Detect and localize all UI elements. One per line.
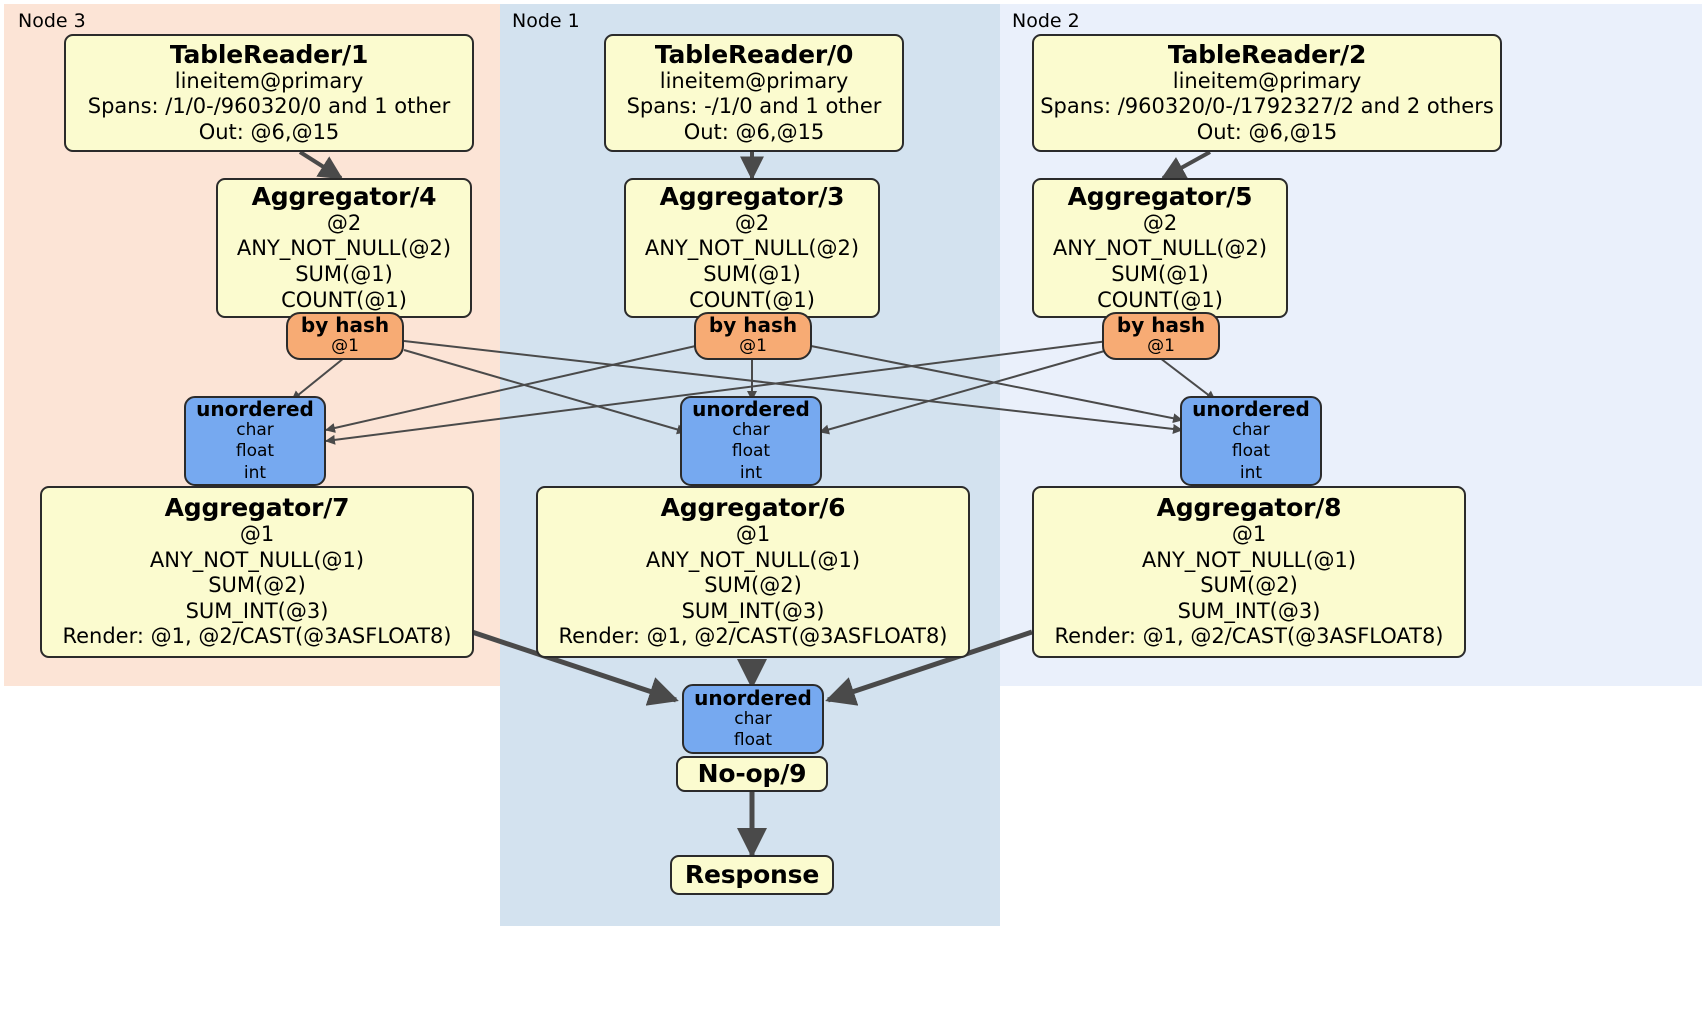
processor-detail: SUM(@1)	[1111, 262, 1209, 286]
input-sync-unordered-middle[interactable]: unordered char float int	[680, 396, 822, 486]
processor-render: Render: @1, @2/CAST(@3ASFLOAT8)	[62, 624, 452, 649]
processor-detail: ANY_NOT_NULL(@1)	[1141, 547, 1357, 572]
processor-aggregator-3[interactable]: Aggregator/3 @2 ANY_NOT_NULL(@2) SUM(@1)…	[624, 178, 880, 318]
sync-type: char	[732, 420, 770, 441]
processor-detail: @2	[1142, 210, 1178, 235]
processor-detail: @1	[239, 521, 275, 546]
cluster-label-node-3: Node 3	[18, 10, 86, 32]
processor-render: Render: @1, @2/CAST(@3ASFLOAT8)	[1054, 624, 1444, 649]
processor-detail: ANY_NOT_NULL(@2)	[1052, 236, 1268, 261]
sync-title: unordered	[1192, 397, 1310, 422]
sync-type: int	[243, 462, 267, 483]
sync-title: unordered	[694, 685, 812, 710]
processor-detail: COUNT(@1)	[1097, 287, 1223, 312]
output-router-by-hash-middle[interactable]: by hash @1	[694, 312, 812, 360]
sync-type: int	[1239, 462, 1263, 483]
processor-no-op-9[interactable]: No-op/9	[676, 756, 828, 792]
processor-detail: SUM(@2)	[704, 573, 802, 598]
processor-title: Aggregator/7	[164, 492, 350, 522]
processor-detail: ANY_NOT_NULL(@2)	[644, 236, 860, 261]
processor-response[interactable]: Response	[670, 855, 834, 895]
processor-detail: SUM(@2)	[1200, 573, 1298, 598]
processor-render: Render: @1, @2/CAST(@3ASFLOAT8)	[558, 624, 948, 649]
processor-detail: lineitem@primary	[659, 68, 849, 93]
processor-title: TableReader/1	[169, 39, 369, 69]
input-sync-unordered-final[interactable]: unordered char float	[682, 684, 824, 754]
processor-detail: SUM_INT(@3)	[185, 598, 329, 623]
cluster-label-node-1: Node 1	[512, 10, 580, 32]
processor-detail: SUM_INT(@3)	[1177, 598, 1321, 623]
processor-detail: @2	[326, 210, 362, 235]
processor-title: Aggregator/4	[251, 181, 437, 211]
processor-detail: lineitem@primary	[174, 68, 364, 93]
processor-title: TableReader/2	[1167, 39, 1367, 69]
sync-type: char	[236, 420, 274, 441]
processor-tablereader-1[interactable]: TableReader/1 lineitem@primary Spans: /1…	[64, 34, 474, 152]
processor-aggregator-7[interactable]: Aggregator/7 @1 ANY_NOT_NULL(@1) SUM(@2)…	[40, 486, 474, 658]
processor-aggregator-5[interactable]: Aggregator/5 @2 ANY_NOT_NULL(@2) SUM(@1)…	[1032, 178, 1288, 318]
processor-title: Aggregator/5	[1067, 181, 1253, 211]
input-sync-unordered-right[interactable]: unordered char float int	[1180, 396, 1322, 486]
processor-aggregator-8[interactable]: Aggregator/8 @1 ANY_NOT_NULL(@1) SUM(@2)…	[1032, 486, 1466, 658]
input-sync-unordered-left[interactable]: unordered char float int	[184, 396, 326, 486]
router-detail: @1	[739, 336, 767, 357]
processor-detail: COUNT(@1)	[689, 287, 815, 312]
sync-title: unordered	[196, 397, 314, 422]
processor-title: Response	[684, 860, 820, 889]
sync-title: unordered	[692, 397, 810, 422]
output-router-by-hash-left[interactable]: by hash @1	[286, 312, 404, 360]
processor-title: Aggregator/3	[659, 181, 845, 211]
processor-detail: @1	[735, 521, 771, 546]
processor-aggregator-4[interactable]: Aggregator/4 @2 ANY_NOT_NULL(@2) SUM(@1)…	[216, 178, 472, 318]
processor-detail: ANY_NOT_NULL(@2)	[236, 236, 452, 261]
processor-detail: Out: @6,@15	[1196, 119, 1338, 144]
processor-detail: Out: @6,@15	[198, 119, 340, 144]
router-detail: @1	[1147, 336, 1175, 357]
sync-type: int	[739, 462, 763, 483]
processor-detail: SUM(@1)	[295, 262, 393, 286]
processor-detail: ANY_NOT_NULL(@1)	[149, 547, 365, 572]
sync-type: float	[1231, 441, 1271, 462]
sync-type: char	[734, 708, 772, 729]
processor-title: TableReader/0	[654, 39, 854, 69]
processor-title: Aggregator/6	[660, 492, 846, 522]
processor-detail: COUNT(@1)	[281, 287, 407, 312]
sync-type: char	[1232, 420, 1270, 441]
processor-detail: @1	[1231, 521, 1267, 546]
processor-title: Aggregator/8	[1156, 492, 1342, 522]
processor-aggregator-6[interactable]: Aggregator/6 @1 ANY_NOT_NULL(@1) SUM(@2)…	[536, 486, 970, 658]
processor-title: No-op/9	[697, 759, 807, 788]
processor-detail: lineitem@primary	[1172, 68, 1362, 93]
processor-detail: SUM(@1)	[703, 262, 801, 286]
processor-detail: SUM_INT(@3)	[681, 598, 825, 623]
sync-type: float	[733, 730, 773, 750]
cluster-label-node-2: Node 2	[1012, 10, 1080, 32]
router-title: by hash	[708, 313, 798, 338]
output-router-by-hash-right[interactable]: by hash @1	[1102, 312, 1220, 360]
router-title: by hash	[300, 313, 390, 338]
router-detail: @1	[331, 336, 359, 357]
processor-tablereader-0[interactable]: TableReader/0 lineitem@primary Spans: -/…	[604, 34, 904, 152]
router-title: by hash	[1116, 313, 1206, 338]
processor-detail: SUM(@2)	[208, 573, 306, 598]
processor-detail: ANY_NOT_NULL(@1)	[645, 547, 861, 572]
sync-type: float	[731, 441, 771, 462]
processor-detail: Out: @6,@15	[683, 119, 825, 144]
processor-tablereader-2[interactable]: TableReader/2 lineitem@primary Spans: /9…	[1032, 34, 1502, 152]
processor-detail: Spans: /960320/0-/1792327/2 and 2 others	[1040, 94, 1494, 119]
processor-detail: @2	[734, 210, 770, 235]
sync-type: float	[235, 441, 275, 462]
processor-detail: Spans: /1/0-/960320/0 and 1 other	[87, 94, 451, 119]
processor-detail: Spans: -/1/0 and 1 other	[626, 94, 882, 119]
